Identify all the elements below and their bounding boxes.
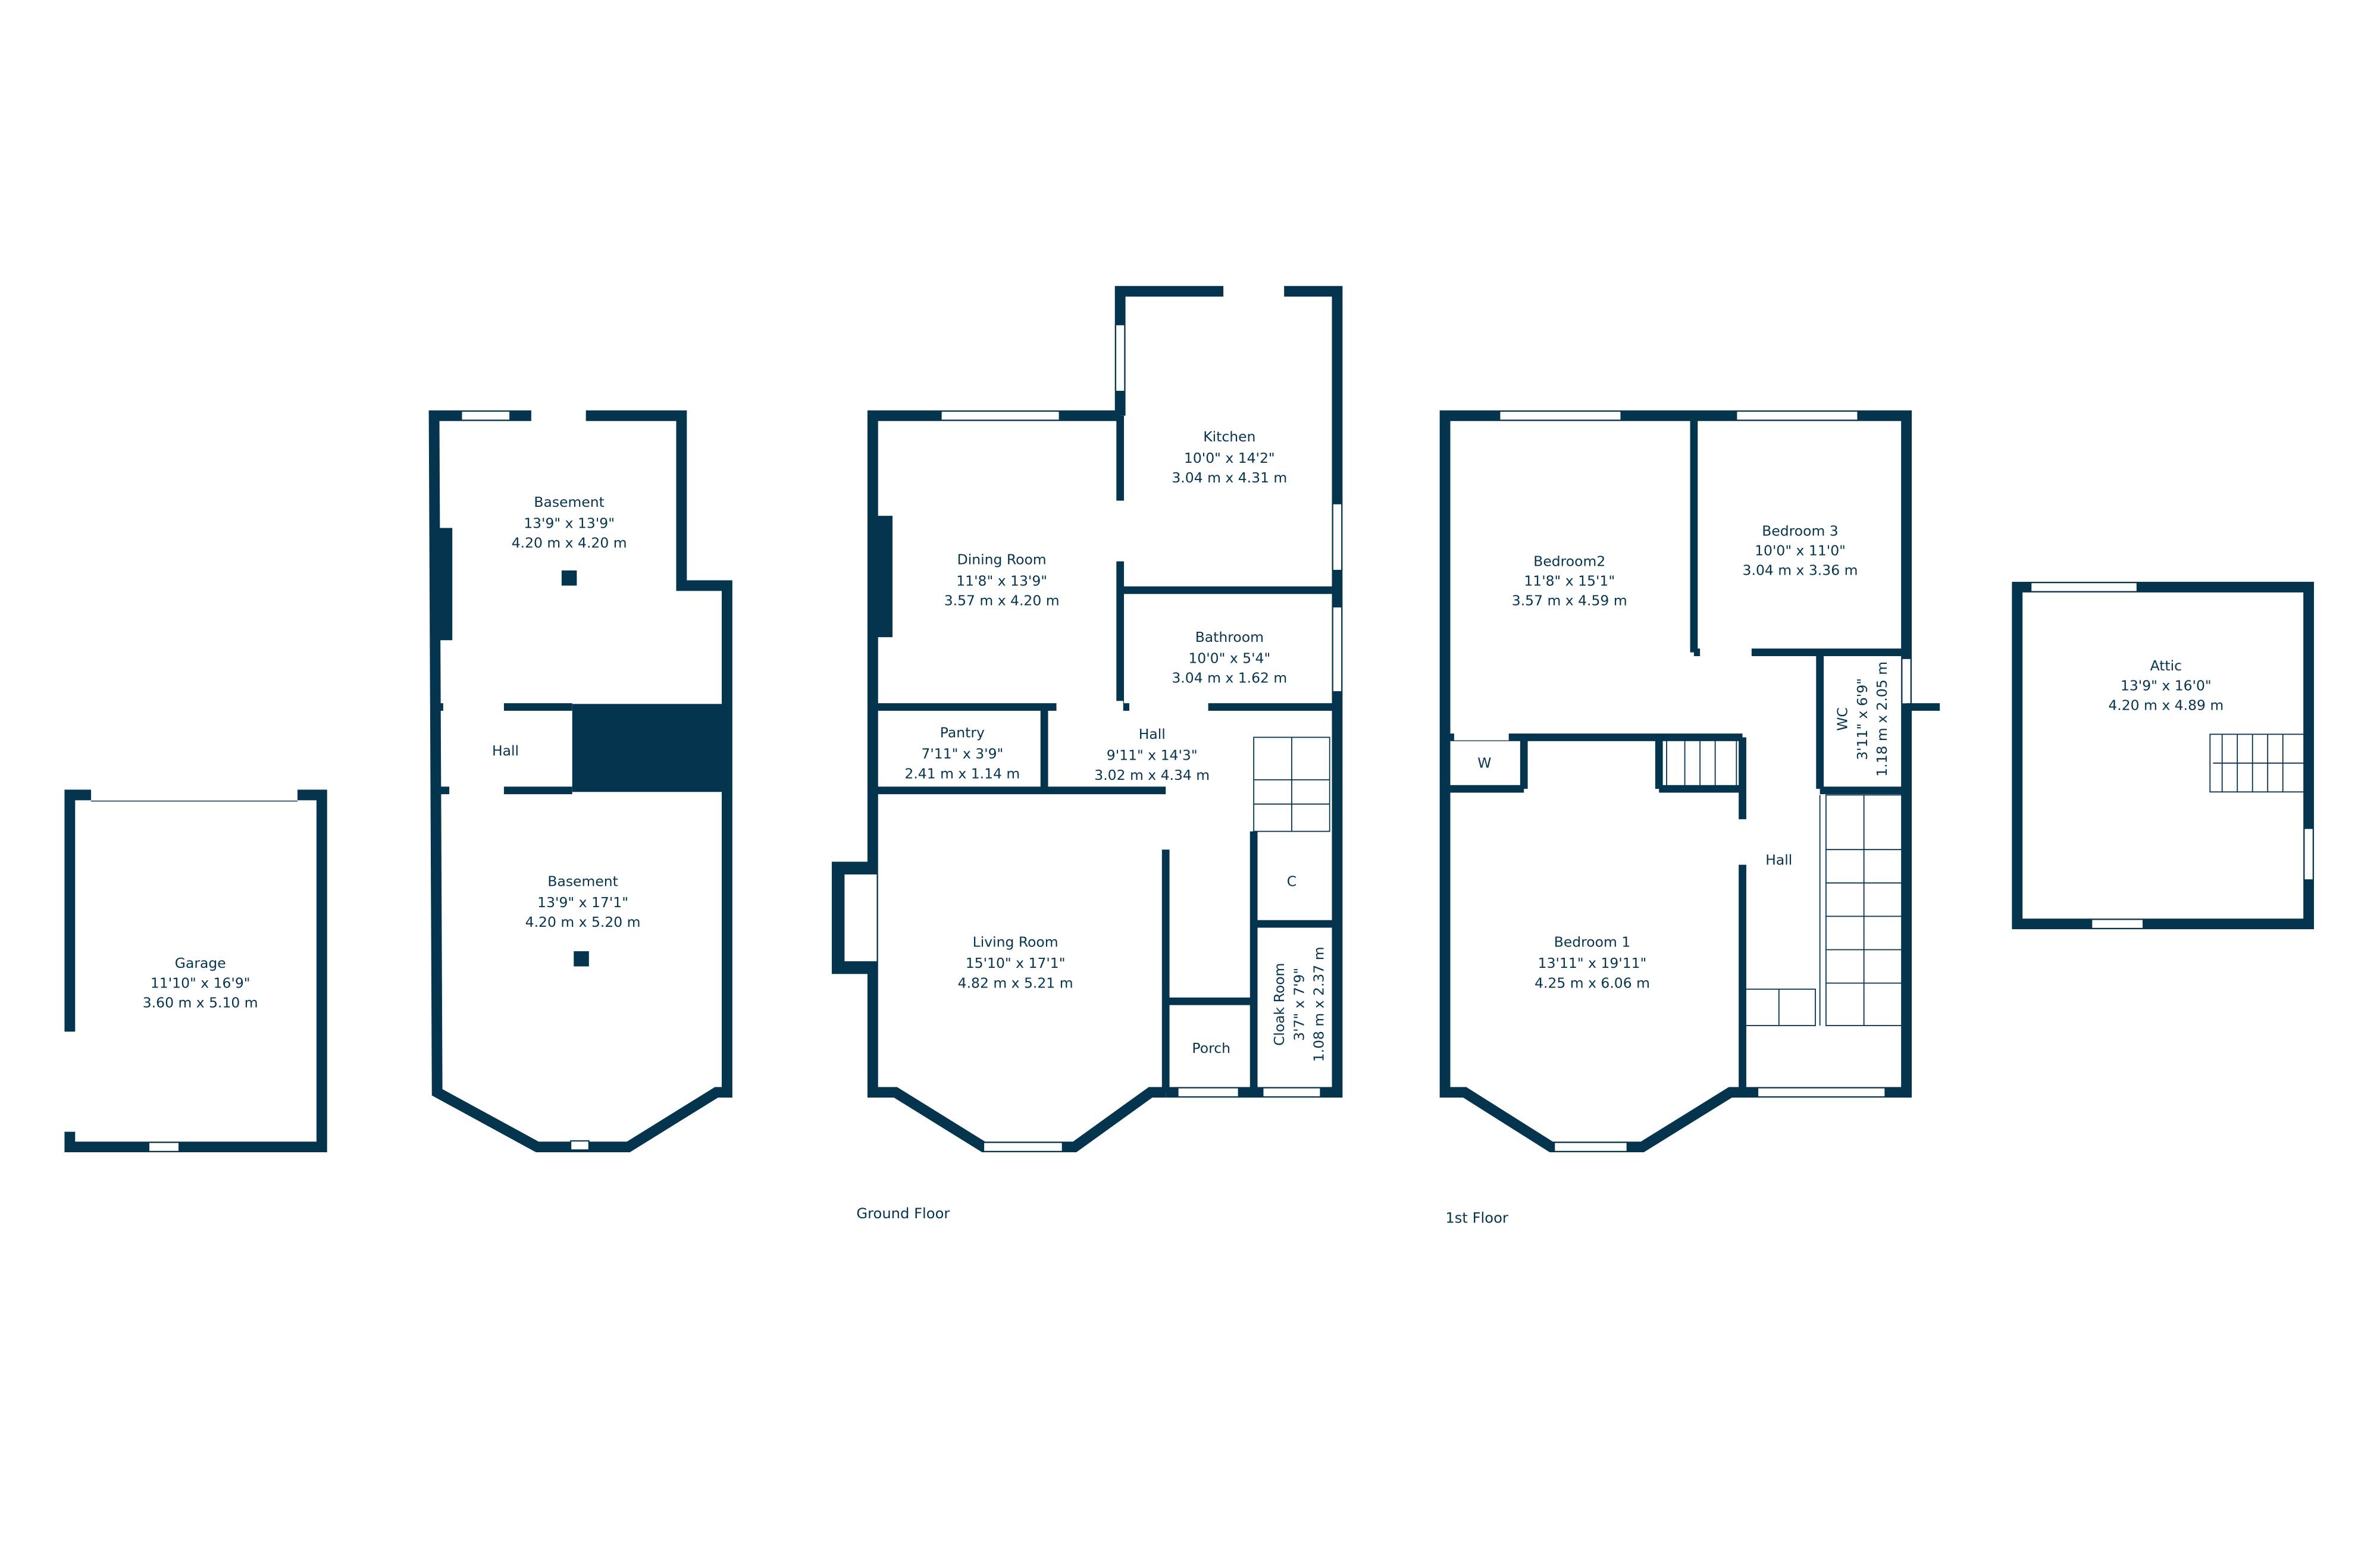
room-name: Attic (2150, 657, 2182, 674)
room-metric: 4.82 m x 5.21 m (958, 974, 1073, 991)
room-cupboard: C (1287, 873, 1297, 889)
room-imperial: 11'8" x 15'1" (1524, 572, 1615, 589)
room-pantry: Pantry 7'11" x 3'9" 2.41 m x 1.14 m (904, 724, 1020, 782)
room-name: Basement (534, 494, 604, 510)
room-bathroom: Bathroom 10'0" x 5'4" 3.04 m x 1.62 m (1172, 629, 1287, 686)
room-bedroom3: Bedroom 3 10'0" x 11'0" 3.04 m x 3.36 m (1743, 522, 1858, 578)
room-bedroom2: Bedroom2 11'8" x 15'1" 3.57 m x 4.59 m (1512, 553, 1627, 609)
room-imperial: 13'9" x 13'9" (524, 515, 615, 532)
room-name: Bedroom 3 (1762, 522, 1838, 539)
room-imperial: 15'10" x 17'1" (966, 955, 1066, 971)
attic-plan (2012, 582, 2315, 930)
room-metric: 3.57 m x 4.59 m (1512, 592, 1627, 609)
room-imperial: 3'7" x 7'9" (1291, 968, 1307, 1041)
room-attic: Attic 13'9" x 16'0" 4.20 m x 4.89 m (2108, 657, 2224, 713)
room-metric: 1.08 m x 2.37 m (1310, 946, 1327, 1062)
room-basement-lower: Basement 13'9" x 17'1" 4.20 m x 5.20 m (525, 873, 641, 930)
garage-plan (61, 789, 327, 1152)
room-porch: Porch (1192, 1040, 1230, 1056)
room-name: Hall (1139, 726, 1166, 742)
room-basement-upper: Basement 13'9" x 13'9" 4.20 m x 4.20 m (512, 494, 627, 551)
room-metric: 4.20 m x 4.20 m (512, 535, 627, 551)
room-imperial: 7'11" x 3'9" (921, 745, 1003, 762)
room-wc: WC 3'11" x 6'9" 1.18 m x 2.05 m (1834, 661, 1890, 777)
room-metric: 3.04 m x 3.36 m (1743, 562, 1858, 579)
room-metric: 3.02 m x 4.34 m (1094, 767, 1210, 783)
room-garage: Garage 11'10" x 16'9" 3.60 m x 5.10 m (143, 955, 258, 1011)
room-imperial: 13'9" x 17'1" (537, 894, 628, 911)
room-imperial: 10'0" x 5'4" (1188, 650, 1270, 667)
room-kitchen: Kitchen 10'0" x 14'2" 3.04 m x 4.31 m (1172, 428, 1287, 486)
basement-plan (428, 409, 732, 1152)
room-metric: 4.25 m x 6.06 m (1535, 974, 1650, 991)
floor-label-ground: Ground Floor (856, 1205, 950, 1222)
room-imperial: 10'0" x 11'0" (1755, 542, 1846, 559)
ground-floor-plan (831, 285, 1343, 1152)
room-first-hall: Hall (1765, 852, 1792, 869)
room-cloak: Cloak Room 3'7" x 7'9" 1.08 m x 2.37 m (1271, 946, 1327, 1062)
room-name: WC (1834, 707, 1851, 731)
room-name: Bedroom2 (1533, 553, 1605, 569)
room-imperial: 3'11" x 6'9" (1854, 678, 1871, 760)
room-name: Cloak Room (1271, 963, 1288, 1046)
room-metric: 3.04 m x 4.31 m (1172, 469, 1287, 486)
room-metric: 2.41 m x 1.14 m (904, 765, 1020, 782)
room-imperial: 13'11" x 19'11" (1538, 955, 1647, 971)
room-name: Basement (547, 873, 618, 889)
room-metric: 4.20 m x 5.20 m (525, 914, 641, 930)
room-name: Bathroom (1195, 629, 1264, 645)
room-metric: 4.20 m x 4.89 m (2108, 697, 2224, 714)
room-imperial: 10'0" x 14'2" (1184, 450, 1275, 466)
room-imperial: 11'10" x 16'9" (151, 974, 250, 991)
room-name: Dining Room (957, 551, 1047, 568)
room-name: Kitchen (1203, 428, 1255, 445)
room-imperial: 9'11" x 14'3" (1107, 747, 1198, 764)
room-metric: 3.04 m x 1.62 m (1172, 670, 1287, 686)
room-living: Living Room 15'10" x 17'1" 4.82 m x 5.21… (958, 933, 1073, 991)
room-basement-hall: Hall (492, 742, 519, 759)
room-imperial: 13'9" x 16'0" (2121, 677, 2212, 694)
room-name: Pantry (940, 724, 985, 741)
room-bedroom1: Bedroom 1 13'11" x 19'11" 4.25 m x 6.06 … (1535, 933, 1650, 991)
room-metric: 3.57 m x 4.20 m (944, 592, 1060, 609)
room-wardrobe: W (1477, 754, 1491, 771)
room-ground-hall: Hall 9'11" x 14'3" 3.02 m x 4.34 m (1094, 726, 1210, 783)
room-name: Garage (175, 955, 226, 971)
floor-label-first: 1st Floor (1445, 1210, 1508, 1227)
first-floor-plan (1439, 410, 1940, 1152)
room-metric: 1.18 m x 2.05 m (1874, 661, 1890, 777)
room-metric: 3.60 m x 5.10 m (143, 994, 258, 1011)
room-imperial: 11'8" x 13'9" (956, 572, 1047, 589)
room-name: Bedroom 1 (1554, 933, 1630, 950)
room-name: Living Room (973, 933, 1059, 950)
room-dining: Dining Room 11'8" x 13'9" 3.57 m x 4.20 … (944, 551, 1060, 609)
